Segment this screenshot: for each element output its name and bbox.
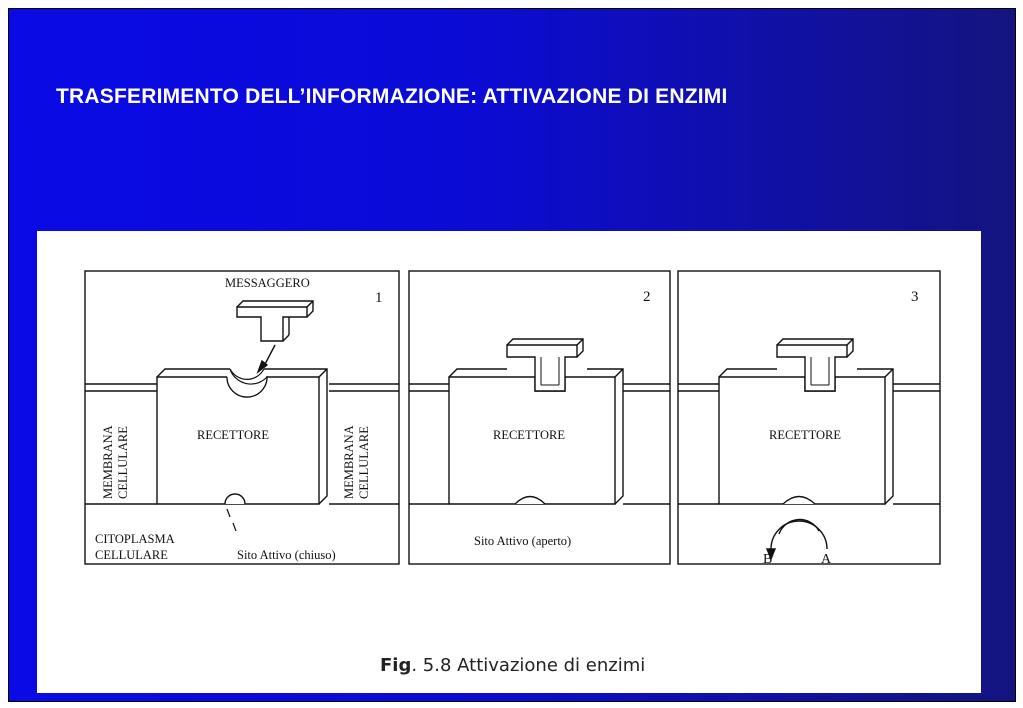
- slide-background: TRASFERIMENTO DELL’INFORMAZIONE: ATTIVAZ…: [8, 8, 1016, 702]
- reaction-arrow: [770, 520, 828, 550]
- panel-1-frame: [84, 270, 400, 565]
- membrane-label-left-2: CELLULARE: [116, 426, 130, 499]
- panel-3-number: 3: [911, 289, 919, 305]
- enzyme-activation-diagram: MESSAGGERO 1 RECETTORE MEMBRANA CELLULAR…: [84, 270, 941, 567]
- site-label-closed: Sito Attivo (chiuso): [237, 548, 336, 562]
- cytoplasm-label-1: CITOPLASMA: [95, 532, 175, 546]
- cytoplasm-label-2: CELLULARE: [95, 548, 168, 562]
- messenger-molecule: [236, 300, 314, 342]
- substrate-label-a: A: [821, 552, 832, 567]
- panel-3-frame: [677, 270, 941, 565]
- receptor-block-2: [448, 338, 624, 505]
- receptor-label-2: RECETTORE: [493, 428, 565, 442]
- panel-2: [408, 270, 671, 565]
- membrane-label-right-1: MEMBRANA: [342, 425, 356, 499]
- caption-fig-prefix: Fig: [380, 655, 412, 676]
- messenger-label: MESSAGGERO: [225, 276, 310, 290]
- panel-2-number: 2: [643, 289, 651, 305]
- membrane-label-right-2: CELLULARE: [357, 426, 371, 499]
- membrane-label-left-1: MEMBRANA: [101, 425, 115, 499]
- panel-3: [677, 270, 941, 565]
- receptor-label-1: RECETTORE: [197, 428, 269, 442]
- figure-caption: Fig. 5.8 Attivazione di enzimi: [380, 655, 645, 676]
- receptor-label-3: RECETTORE: [769, 428, 841, 442]
- panel-1-number: 1: [375, 290, 383, 306]
- site-label-open: Sito Attivo (aperto): [474, 534, 571, 548]
- receptor-block-1: [156, 368, 328, 532]
- panel-2-frame: [408, 270, 671, 565]
- panel-1: [84, 270, 400, 565]
- figure-panel: MESSAGGERO 1 RECETTORE MEMBRANA CELLULAR…: [37, 231, 981, 693]
- product-label-b: B: [763, 552, 772, 567]
- slide-title: TRASFERIMENTO DELL’INFORMAZIONE: ATTIVAZ…: [56, 85, 728, 108]
- receptor-block-3: [718, 338, 894, 505]
- caption-text: . 5.8 Attivazione di enzimi: [411, 655, 646, 676]
